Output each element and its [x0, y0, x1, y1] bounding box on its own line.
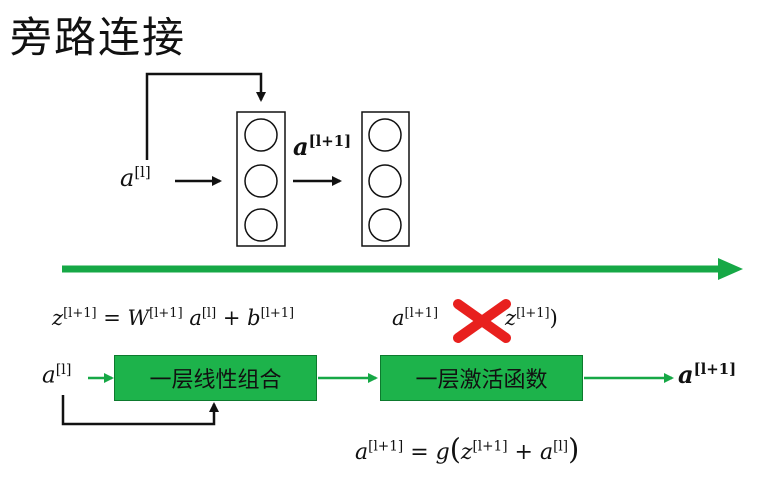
top-skip-connection	[145, 72, 266, 160]
linear-combination-box: 一层线性组合	[114, 355, 317, 401]
separator-arrow-head	[718, 258, 743, 280]
layer-2-neuron-2	[368, 164, 402, 198]
layer-1-neuron-2	[244, 164, 278, 198]
activation-function-box: 一层激活函数	[380, 355, 583, 401]
cross-mark	[453, 299, 511, 343]
layer-2-neuron-3	[368, 208, 402, 242]
bottom-skip-connection	[61, 395, 219, 426]
layer-2-neuron-1	[368, 118, 402, 152]
crossed-equation-left: a[l+1]	[392, 306, 439, 330]
top-output-label: a[l+1]	[293, 132, 352, 161]
residual-equation: a[l+1] = g(z[l+1] + a[l])	[355, 432, 580, 466]
page-title: 旁路连接	[10, 13, 187, 62]
z-equation: z[l+1] = W[l+1] a[l] + b[l+1]	[52, 306, 295, 330]
flow-input-label: a[l]	[42, 362, 72, 389]
top-input-label: a[l]	[120, 163, 151, 192]
flow-output-label: a[l+1]	[678, 360, 737, 389]
layer-1-neuron-3	[244, 208, 278, 242]
layer-1-neuron-1	[244, 118, 278, 152]
crossed-equation-right: z[l+1])	[505, 306, 558, 330]
